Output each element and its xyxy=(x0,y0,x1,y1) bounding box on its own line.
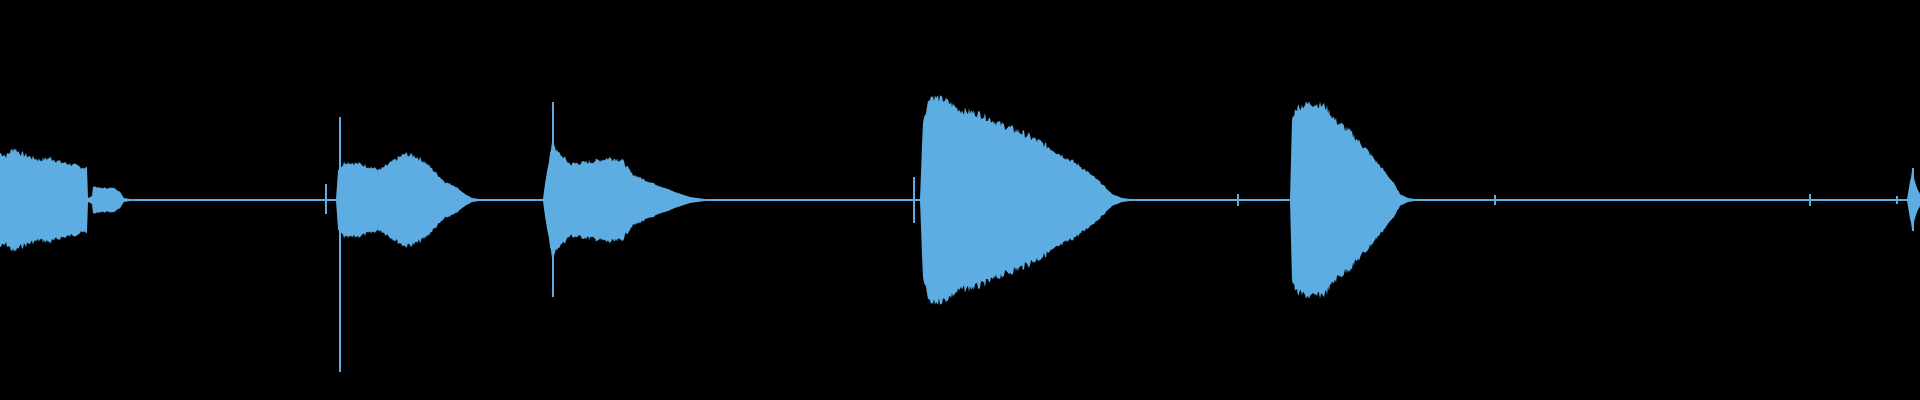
waveform-transients xyxy=(325,102,1914,372)
transient-spike xyxy=(325,184,327,214)
transient-spike xyxy=(1494,195,1496,205)
transient-spike xyxy=(1912,168,1914,231)
transient-spike xyxy=(339,117,341,372)
transient-spike xyxy=(552,102,554,297)
transient-spike xyxy=(1237,194,1239,206)
transient-spike xyxy=(1809,194,1811,206)
transient-spike xyxy=(1296,190,1298,210)
transient-spike xyxy=(913,177,915,223)
waveform-envelope xyxy=(0,94,1920,306)
transient-spike xyxy=(1896,196,1898,204)
